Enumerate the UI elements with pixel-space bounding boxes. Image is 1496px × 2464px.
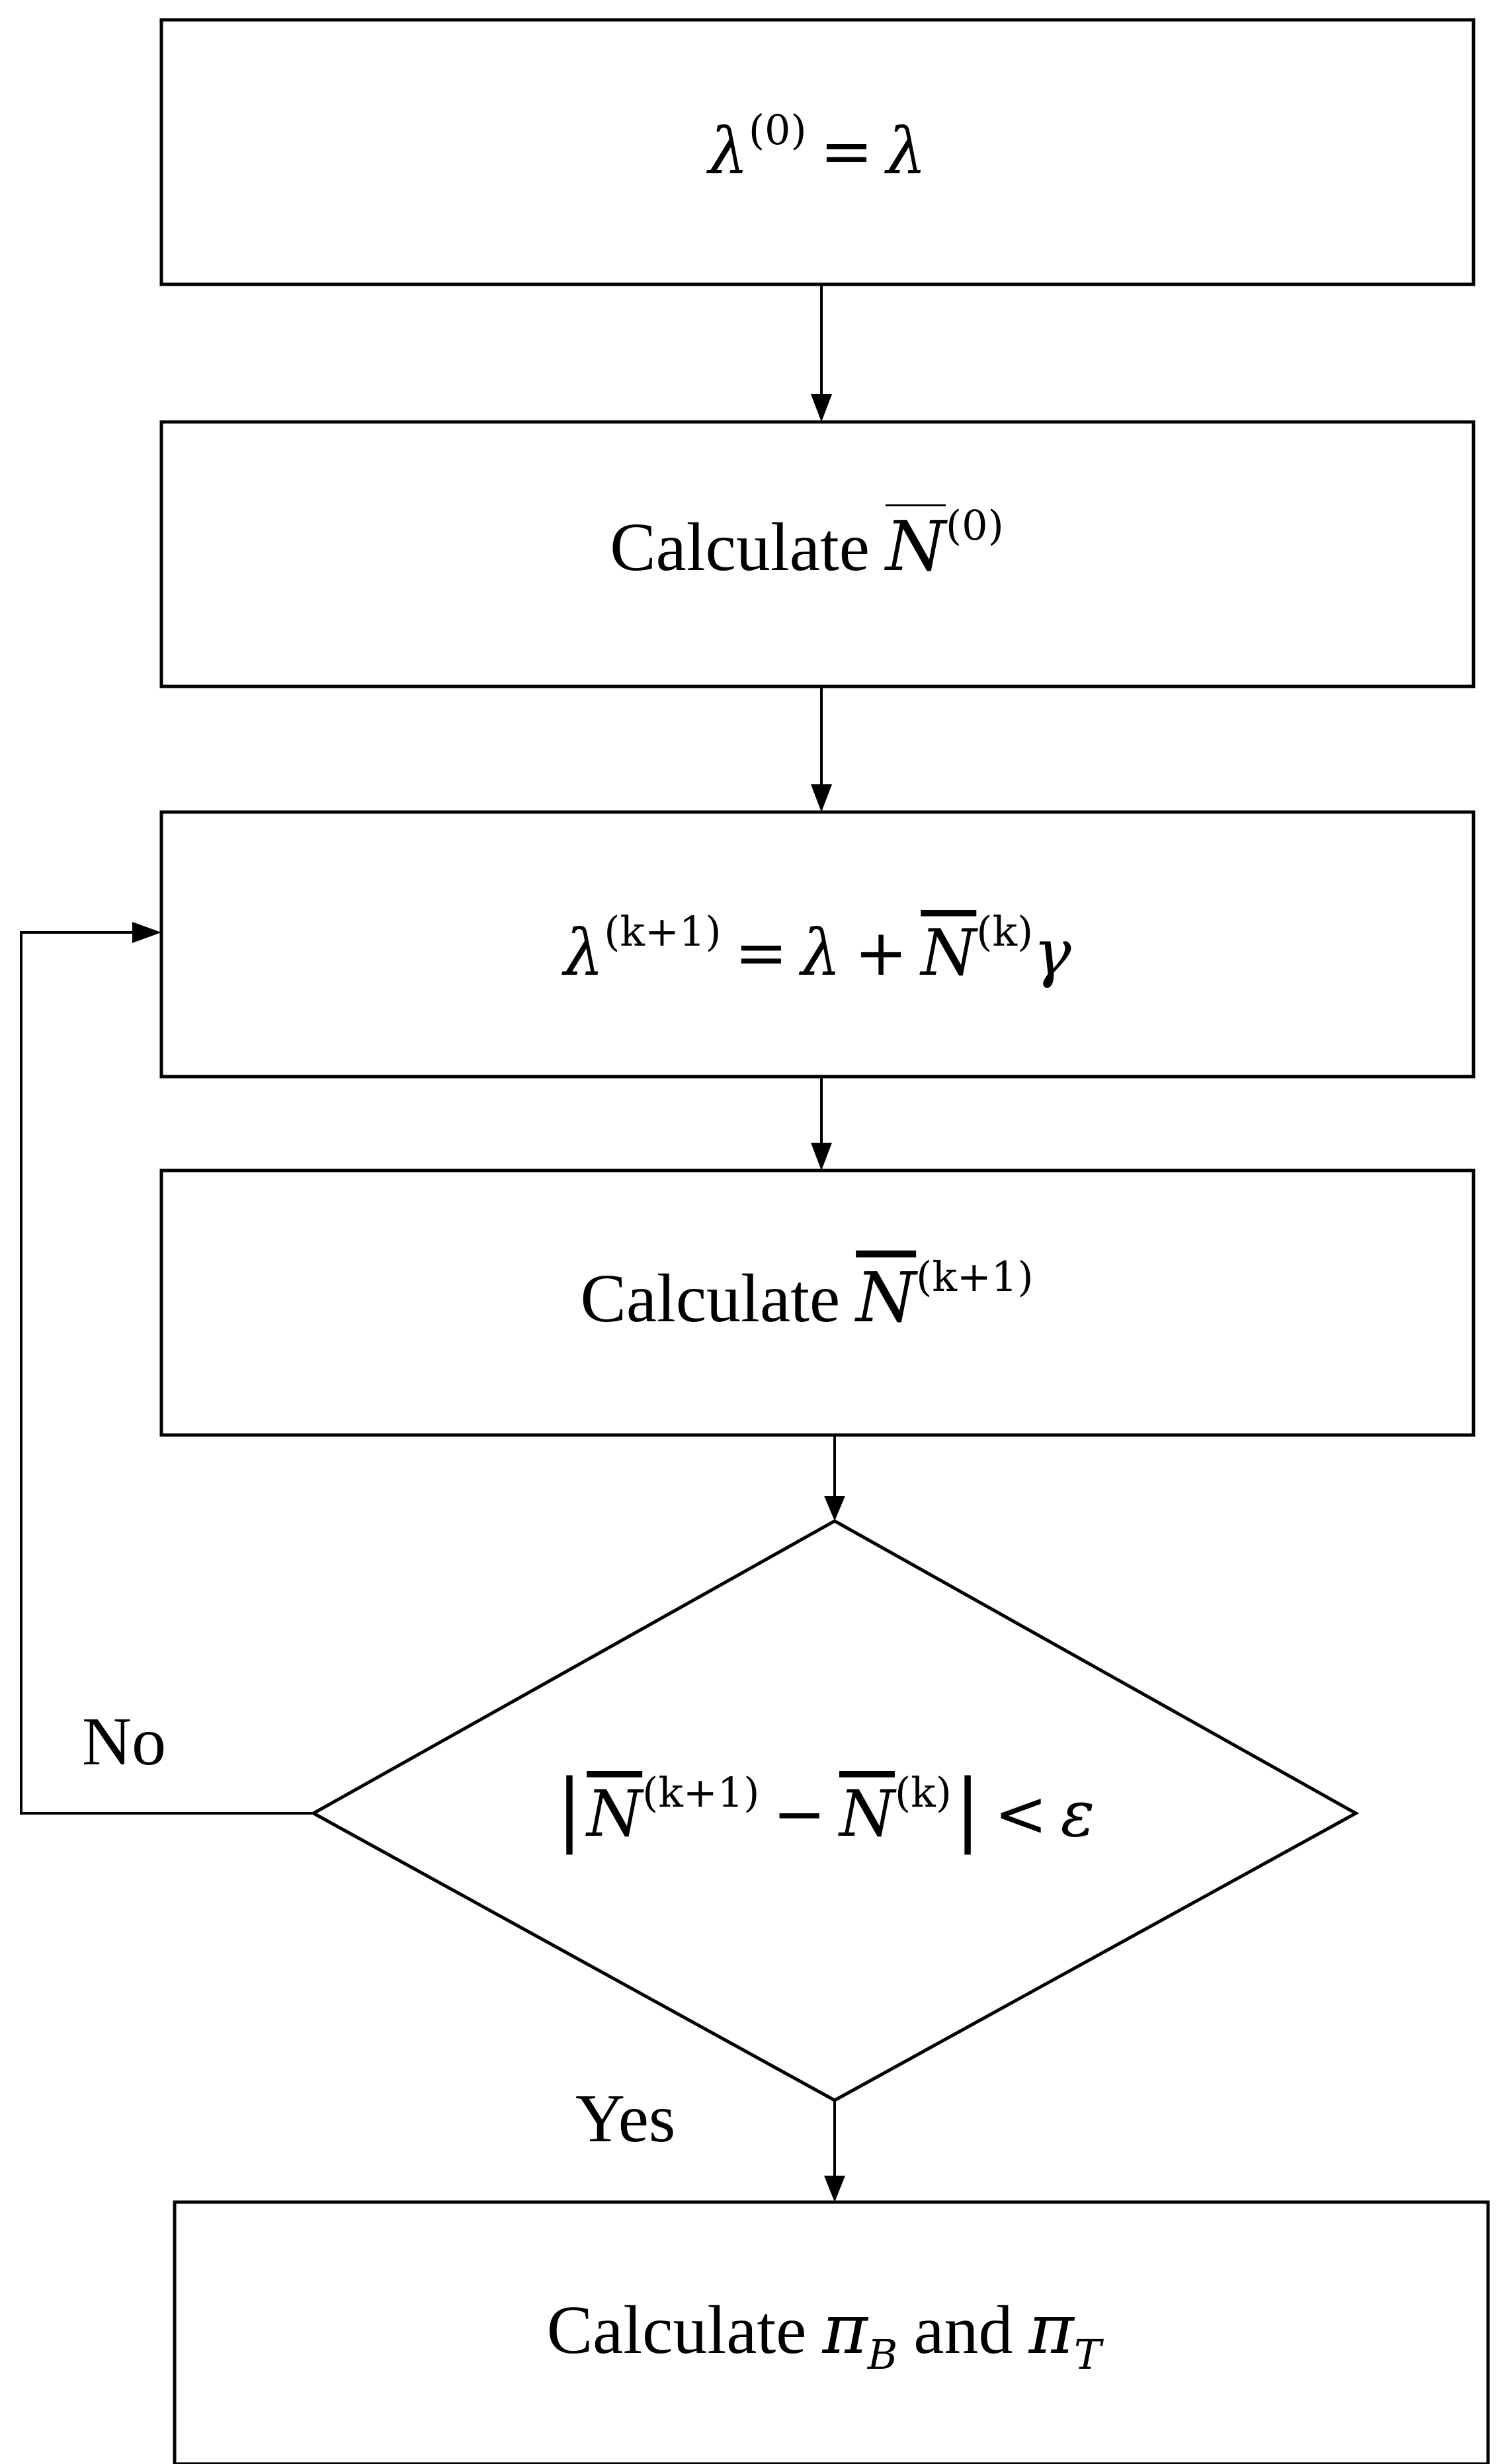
final-and: and [913, 2292, 1013, 2368]
condition-sup1: (k+1) [642, 1768, 759, 1817]
calc-nk1-n: N [854, 1257, 918, 1338]
update-n: N [919, 916, 978, 990]
update-lambda: λ [561, 916, 604, 990]
condition-lt: < [994, 1777, 1047, 1851]
init-equals: = [820, 114, 873, 188]
calc-nk1-sup: (k+1) [916, 1253, 1033, 1301]
init-lambda: λ [706, 114, 749, 188]
update-formula: λ(k+1)=λ+N(k)γ [561, 907, 1071, 990]
condition-bar-left: | [556, 1763, 583, 1855]
update-sup: (k+1) [604, 907, 721, 956]
condition-sup2: (k) [895, 1768, 952, 1817]
init-formula: λ(0)=λ [706, 106, 927, 188]
final-pi1: π [821, 2289, 868, 2369]
calc-n0-prefix: Calculate [610, 509, 870, 585]
condition-bar-right: | [954, 1763, 981, 1855]
update-gamma: γ [1033, 916, 1071, 990]
condition-node: |N(k+1)−N(k)|<ε [310, 1519, 1360, 2102]
final-sub1: B [867, 2330, 898, 2379]
calc-n0-n: N [884, 506, 948, 587]
init-node: λ(0)=λ [159, 18, 1475, 286]
condition-formula: |N(k+1)−N(k)|<ε [556, 1763, 1095, 1855]
edge-no-loop [20, 922, 313, 1815]
edge-update-to-calc-nk1 [811, 1077, 832, 1170]
condition-eps: ε [1061, 1777, 1095, 1851]
update-equals: = [735, 916, 788, 990]
edge-calc-nk1-to-condition [824, 1435, 845, 1521]
final-sub2: T [1074, 2330, 1104, 2379]
update-nsup: (k) [976, 907, 1033, 956]
calc-n0-sup: (0) [946, 501, 1004, 550]
update-lambda2: λ [798, 916, 841, 990]
condition-n1: N [585, 1777, 644, 1851]
condition-minus: − [773, 1777, 826, 1851]
init-sup: (0) [749, 106, 807, 154]
final-prefix: Calculate [547, 2292, 807, 2368]
edge-yes [824, 2100, 845, 2202]
edge-calc-n0-to-update [811, 686, 832, 812]
condition-n2: N [838, 1777, 897, 1851]
update-plus: + [854, 916, 907, 990]
init-rhs: λ [884, 114, 927, 188]
edge-init-to-calc-n0 [811, 284, 832, 422]
update-node: λ(k+1)=λ+N(k)γ [159, 810, 1475, 1079]
yes-label: Yes [575, 2080, 675, 2156]
final-pi2: π [1028, 2289, 1075, 2369]
calc-nk1-prefix: Calculate [580, 1260, 840, 1336]
no-label: No [82, 1704, 166, 1780]
